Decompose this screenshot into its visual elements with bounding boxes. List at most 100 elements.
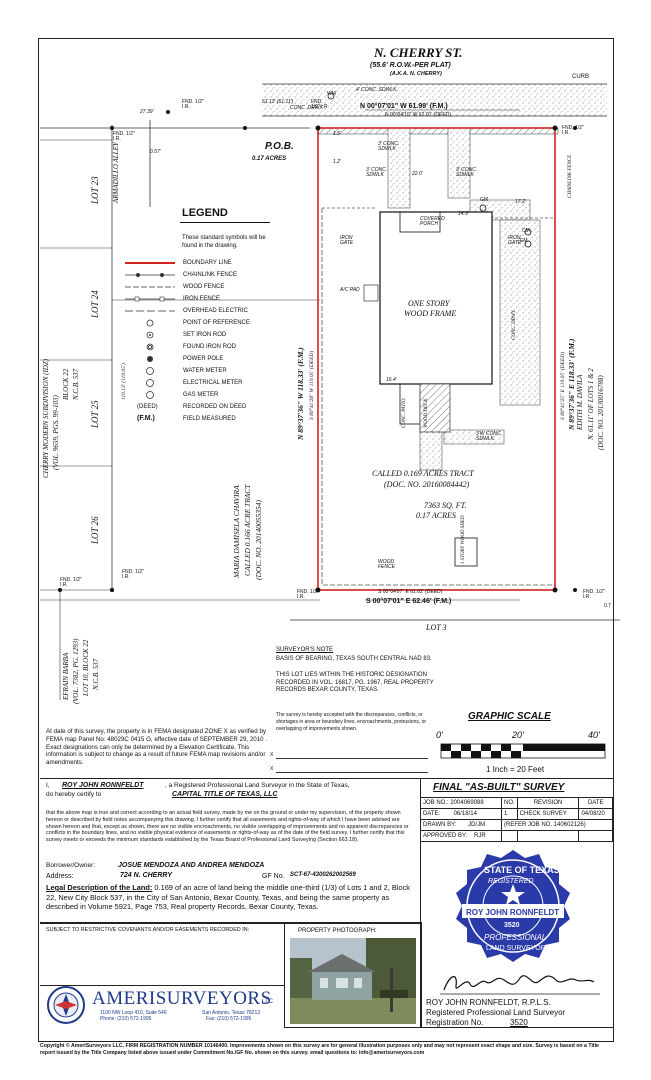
company-llc: LLC bbox=[262, 999, 274, 1005]
scale-0: 0' bbox=[436, 730, 443, 740]
iron-gate-1: IRON GATE bbox=[340, 235, 354, 246]
cert-line1-suffix: , a Registered Professional Land Surveyo… bbox=[165, 782, 350, 789]
company-addr2: San Antonio, Texas 78213 bbox=[202, 1010, 261, 1016]
scale-note: 1 Inch = 20 Feet bbox=[486, 765, 545, 774]
surveyor-note-title: SURVEYOR'S NOTE bbox=[276, 647, 334, 653]
surveyor-seal bbox=[456, 850, 570, 962]
borrower-label: Borrower/Owner: bbox=[46, 862, 96, 869]
lot-25: LOT 25 bbox=[90, 400, 100, 428]
gf-value: SCT-67-4300262002569 bbox=[290, 872, 356, 878]
cherry-2: (VOL. 9659, PGS. 99-103) bbox=[52, 395, 60, 470]
curb-label: CURB bbox=[572, 74, 590, 80]
legend-row: WOOD FENCE bbox=[183, 284, 225, 290]
edith-2: N. 61.11' OF LOTS 1 & 2 bbox=[587, 368, 595, 440]
footer-copyright: Copyright © AmeriSurveyors LLC. FIRM REG… bbox=[40, 1043, 599, 1057]
legend-row: BOUNDARY LINE bbox=[183, 260, 232, 266]
dim-172: 17.2' bbox=[515, 199, 526, 205]
east-bearing-fm: N 89°37'36" E 118.33' (F.M.) bbox=[567, 338, 576, 430]
legend-row: WATER METER bbox=[183, 368, 227, 374]
wood-shed: 1 STORY WOOD SHED bbox=[461, 515, 466, 564]
lot-24: LOT 24 bbox=[90, 290, 100, 318]
legend-row: OVERHEAD ELECTRIC bbox=[183, 308, 249, 314]
conc-drwy-side: CONC. DRWY. bbox=[512, 309, 517, 340]
final-title: FINAL "AS-BUILT" SURVEY bbox=[433, 782, 565, 793]
street-aka: (A.K.A. N. CHERRY) bbox=[390, 71, 442, 77]
covered-porch: COVERED PORCH bbox=[420, 216, 445, 227]
company-addr1: 1100 NW Loop 410, Suite 546 bbox=[100, 1010, 167, 1016]
efrain-1: EFRAIN BARBA bbox=[62, 652, 70, 700]
cert-line2-prefix: do hereby certify to bbox=[46, 791, 102, 798]
south-bearing-fm: S 00°07'01" E 62.46' (F.M.) bbox=[366, 598, 452, 605]
legend-row: FOUND IRON ROD bbox=[183, 344, 236, 350]
chainlink-label: CHAINLINK FENCE bbox=[568, 154, 573, 198]
conc-sdwlk-4: 3'W CONC. SDWLK. bbox=[476, 431, 502, 442]
street-row: (55.6' R.O.W.-PER PLAT) bbox=[370, 62, 451, 69]
seal-number: 3520 bbox=[504, 922, 520, 929]
edith-1: EDITH M. DAVILA bbox=[576, 374, 584, 430]
company-block: AMERISURVEYORS LLC 1100 NW Loop 410, Sui… bbox=[40, 984, 284, 1026]
sheet-border bbox=[38, 38, 614, 1042]
cm-tag: CM bbox=[522, 228, 530, 234]
cherry-1: CHERRY MODERN SUBDIVISION (IDZ) bbox=[42, 358, 50, 478]
legend-row: GAS METER bbox=[183, 392, 219, 398]
signature-image bbox=[440, 975, 600, 995]
north-bearing-fm: N 00°07'01" W 61.99' (F.M.) bbox=[360, 103, 448, 110]
acceptance-text: The survey is hereby accepted with the d… bbox=[276, 712, 427, 732]
fnd-ir-3: FND. 1/2" I.R. bbox=[562, 125, 584, 136]
conc-sdwlk-2: 3' CONC. SDWLK bbox=[366, 167, 388, 178]
conc-sdwlk-3: 3' CONC. SDWLK bbox=[456, 167, 478, 178]
legend-row: FIELD MEASURED(F.M.) bbox=[137, 415, 236, 422]
seal-name: ROY JOHN RONNFELDT bbox=[466, 908, 560, 917]
company-name: AMERISURVEYORS bbox=[92, 988, 272, 1009]
signature-reg: 3520 bbox=[510, 1018, 528, 1027]
street-name: N. CHERRY ST. bbox=[374, 45, 463, 60]
cert-body: that the above map is true and correct a… bbox=[46, 810, 409, 844]
dim-220: 22.0' bbox=[412, 171, 423, 177]
sdwlk-top: 4' CONC. SDWLK. bbox=[356, 87, 398, 93]
scale-20: 20' bbox=[512, 730, 524, 740]
signature-line2: Registered Professional Land Surveyor bbox=[426, 1008, 566, 1017]
seal-state: STATE OF TEXAS bbox=[484, 865, 560, 875]
seal-prof: PROFESSIONAL bbox=[484, 933, 547, 942]
scale-40: 40' bbox=[588, 730, 600, 740]
signature-name: ROY JOHN RONNFELDT, R.P.L.S. bbox=[426, 998, 551, 1007]
fnd-ir-7: FND. 1/2" I.R. bbox=[583, 589, 605, 600]
property-photo bbox=[290, 938, 416, 1024]
fnd-ir-1: FND. 1/2" I.R. bbox=[182, 99, 204, 110]
gm-tag: GM bbox=[480, 197, 489, 203]
pob-label: P.O.B. bbox=[265, 141, 294, 152]
armadillo-alley: ARMADILLO ALLEY bbox=[112, 142, 120, 203]
legend-row: RECORDED ON DEED(DEED) bbox=[137, 404, 247, 410]
dim-12: 1.2' bbox=[333, 159, 341, 165]
seal-ls: LAND SURVEYOR bbox=[486, 945, 546, 952]
legend-row: ELECTRICAL METER bbox=[183, 380, 243, 386]
lot-26: LOT 26 bbox=[90, 516, 100, 544]
covenants-label: SUBJECT TO RESTRICTIVE COVENANTS AND/OR … bbox=[46, 927, 250, 933]
fnd-ir-6: FND. 1/2" I.R. bbox=[297, 589, 319, 600]
signature-reg-label: Registration No. bbox=[426, 1018, 484, 1027]
conc-sdwlk-1: 3' CONC. SDWLK bbox=[378, 141, 400, 152]
wood-fence-label: WOOD FENCE bbox=[378, 559, 395, 570]
fema-text: At date of this survey, the property is … bbox=[46, 728, 268, 766]
legend-row: POINT OF REFERENCE bbox=[183, 320, 250, 326]
fnd-ir-8: FND. 1/2" I.R. bbox=[60, 577, 82, 588]
maria-2: CALLED 0.166 ACRE TRACT bbox=[243, 484, 252, 576]
company-fax: Fax: (210) 572-1995 bbox=[206, 1016, 252, 1022]
wm-tag: WM bbox=[327, 91, 336, 97]
north-bearing-deed: N 00°04'10" W 62.01' (DEED) bbox=[385, 112, 451, 118]
dim-057: 0.57' bbox=[150, 149, 161, 155]
legend-subtitle: These standard symbols will be found in … bbox=[182, 235, 266, 249]
lot-3: LOT 3 bbox=[426, 623, 447, 632]
photo-box bbox=[284, 922, 422, 1028]
dim-15: 1.5' bbox=[333, 131, 341, 137]
final-survey-panel bbox=[420, 778, 614, 1028]
conc-drwy-top: CONC. DRWY. bbox=[290, 105, 324, 111]
cherry-3: BLOCK 22 bbox=[62, 368, 70, 400]
cert-title-company: CAPITAL TITLE OF TEXAS, LLC bbox=[172, 791, 278, 798]
dim-164: 16.4' bbox=[386, 377, 397, 383]
company-logo-icon bbox=[47, 986, 85, 1024]
graphic-scale-title: GRAPHIC SCALE bbox=[468, 711, 551, 722]
called-tract: CALLED 0.169 ACRES TRACT bbox=[372, 469, 474, 478]
surveyor-note-historic: THIS LOT LIES WITHIN THE HISTORIC DESIGN… bbox=[276, 672, 434, 693]
